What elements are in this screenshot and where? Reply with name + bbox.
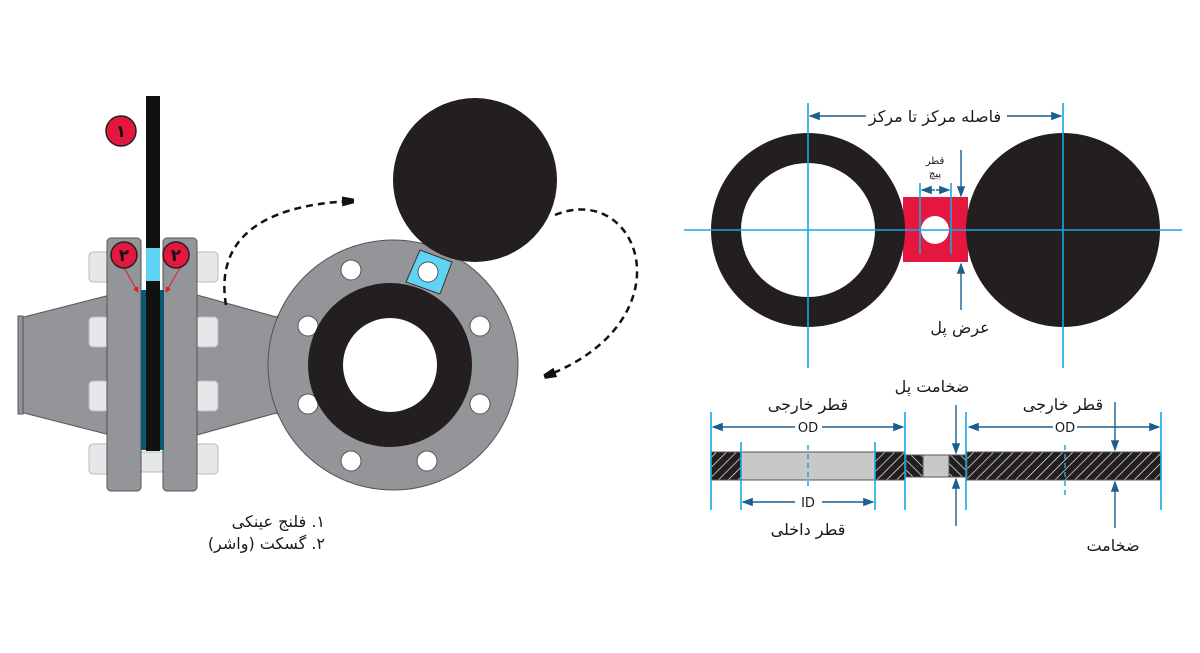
svg-text:٢: ٢ xyxy=(171,246,182,266)
rotation-arrow-up xyxy=(223,201,352,306)
svg-text:OD: OD xyxy=(1055,421,1075,436)
flange-front-view xyxy=(267,98,557,491)
svg-text:قطر خارجی: قطر خارجی xyxy=(768,395,848,415)
svg-text:ID: ID xyxy=(801,496,815,511)
badge-spectacle: ١ xyxy=(105,115,137,147)
spectacle-web xyxy=(146,248,160,281)
pipe-left xyxy=(19,294,111,436)
svg-text:قطر: قطر xyxy=(925,156,945,167)
svg-text:پیچ: پیچ xyxy=(929,169,941,180)
rotation-arrow-down xyxy=(546,208,639,376)
svg-text:٢: ٢ xyxy=(119,246,130,266)
spectacle-blind-top-view: فاصله مرکز تا مرکز قطر پیچ عرض پل xyxy=(684,103,1182,368)
blind-disc xyxy=(393,98,557,262)
flange-plate-right xyxy=(162,237,198,492)
svg-text:١. فلنج عینکی: ١. فلنج عینکی xyxy=(232,512,325,531)
svg-text:ضخامت: ضخامت xyxy=(1086,536,1139,555)
flange-assembly-side-view: ١ ٢ ٢ xyxy=(17,96,283,492)
svg-text:OD: OD xyxy=(798,421,818,436)
bolt-holes xyxy=(297,259,491,472)
svg-text:قطر خارجی: قطر خارجی xyxy=(1023,395,1103,415)
badge-gasket-left: ٢ xyxy=(110,241,138,269)
svg-text:٢. گسکت (واشر): ٢. گسکت (واشر) xyxy=(208,534,325,554)
svg-text:قطر داخلی: قطر داخلی xyxy=(771,520,846,540)
legend: ١. فلنج عینکی ٢. گسکت (واشر) xyxy=(208,512,325,554)
badge-gasket-right: ٢ xyxy=(162,241,190,269)
center-to-center-label: فاصله مرکز تا مرکز xyxy=(868,107,1001,127)
svg-text:ضخامت پل: ضخامت پل xyxy=(895,377,970,397)
web-width-label: عرض پل xyxy=(930,318,989,338)
flange-plate-left xyxy=(106,237,142,492)
spectacle-blind-section: OD قطر خارجی ID قطر داخلی ضخامت پل OD قط… xyxy=(710,377,1162,555)
svg-text:١: ١ xyxy=(116,122,126,142)
